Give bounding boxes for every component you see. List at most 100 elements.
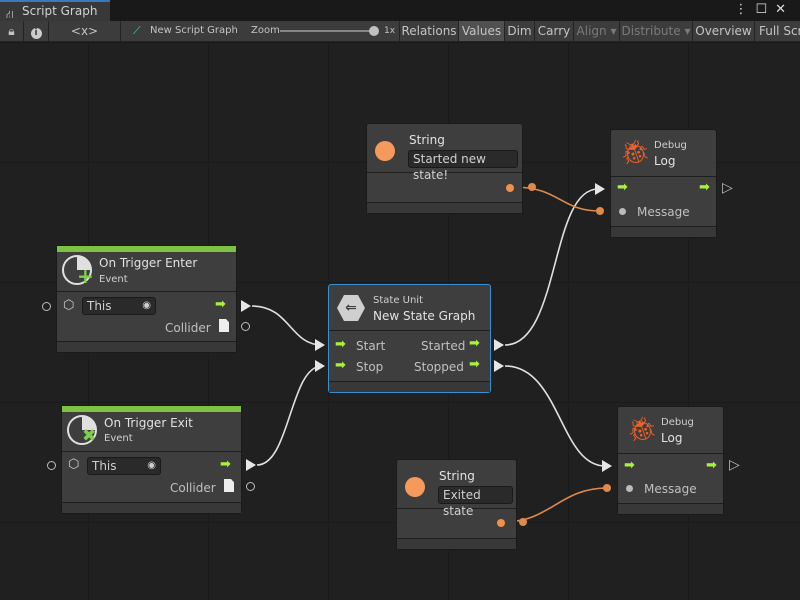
info-button[interactable]: i (24, 21, 49, 41)
trigger-exit-icon (67, 415, 97, 445)
flow-out-connector[interactable]: ▷ (722, 180, 733, 196)
node-category: Debug (661, 417, 694, 428)
lock-button[interactable]: 🔒︎ (0, 21, 24, 41)
on-trigger-exit-node[interactable]: ✖ On Trigger Exit Event ⬡ This ◉ ➡ Collid… (61, 405, 242, 514)
debug-log-node-2[interactable]: 🐞︎ Debug Log ➡ ➡ Message (617, 406, 724, 515)
graph-name[interactable]: New Script Graph (150, 25, 238, 36)
flow-output-icon[interactable]: ➡ (220, 457, 231, 472)
node-title: Log (654, 154, 676, 168)
zoom-label: Zoom (251, 25, 280, 36)
debug-log-node-1[interactable]: 🐞︎ Debug Log ➡ ➡ Message (610, 129, 717, 238)
string-node-2[interactable]: String Exited state (396, 459, 517, 550)
plus-icon: + (77, 264, 94, 288)
event-bar (62, 406, 241, 412)
tab-script-graph[interactable]: ⛙Script Graph (0, 0, 110, 21)
stop-label: Stop (356, 360, 384, 374)
flow-input-icon[interactable]: ➡ (624, 458, 635, 473)
overview-button[interactable]: Overview (693, 21, 755, 41)
start-in-connector[interactable] (315, 339, 325, 351)
string-output-port[interactable] (497, 519, 505, 527)
window-controls: ⋮☐✕ (734, 2, 794, 17)
message-in-connector[interactable] (603, 484, 611, 492)
message-port[interactable] (619, 208, 626, 215)
full-screen-button[interactable]: Full Scr (755, 21, 800, 41)
node-title: String (439, 469, 475, 483)
values-button[interactable]: Values (459, 21, 505, 41)
target-in-port[interactable] (42, 302, 51, 311)
string1-edge-dot (528, 183, 536, 191)
stop-in-connector[interactable] (315, 360, 325, 372)
flow-input-icon[interactable]: ➡ (617, 180, 628, 195)
node-subtitle: Event (104, 433, 133, 444)
node-title: String (409, 133, 445, 147)
message-port[interactable] (626, 485, 633, 492)
flow-output-icon[interactable]: ➡ (699, 180, 710, 195)
x-icon: ✖ (82, 426, 97, 446)
stopped-out-connector[interactable] (494, 360, 504, 372)
node-category: State Unit (373, 295, 424, 306)
string-output-port[interactable] (506, 184, 514, 192)
stop-input-icon[interactable]: ➡ (335, 358, 346, 373)
flow-out-connector[interactable] (241, 300, 251, 312)
collider-out-port[interactable] (241, 322, 250, 331)
target-field[interactable]: This ◉ (87, 457, 161, 475)
string-node-1[interactable]: String Started new state! (366, 123, 523, 214)
state-unit-node[interactable]: ⇐ State Unit New State Graph ➡ Start Sta… (328, 284, 491, 393)
flow-in-connector[interactable] (595, 183, 605, 195)
hierarchy-icon: ⛙ (6, 8, 14, 21)
zoom-slider-handle[interactable] (369, 26, 379, 36)
info-icon: i (30, 28, 42, 39)
event-bar (57, 246, 236, 252)
stopped-label: Stopped (414, 360, 464, 374)
collider-out-port[interactable] (246, 482, 255, 491)
graph-breadcrumb: ⟋ New Script Graph Zoom 1x (121, 21, 399, 41)
align-dropdown[interactable]: Align ▾ (574, 21, 620, 41)
string-icon (375, 141, 395, 161)
dim-button[interactable]: Dim (505, 21, 535, 41)
edge-started-log (504, 188, 599, 346)
relations-button[interactable]: Relations (399, 21, 459, 41)
flow-output-icon[interactable]: ➡ (215, 297, 226, 312)
start-label: Start (356, 339, 386, 353)
close-icon[interactable]: ✕ (775, 2, 794, 17)
edge-stopped-log (504, 365, 606, 467)
object-picker-icon[interactable]: ◉ (142, 300, 151, 311)
string-value-input[interactable]: Started new state! (408, 150, 518, 182)
cube-icon: ⬡ (63, 298, 75, 313)
distribute-dropdown[interactable]: Distribute ▾ (620, 21, 693, 41)
graph-icon: ⟋ (133, 24, 141, 37)
target-in-port[interactable] (47, 461, 56, 470)
string-value-input[interactable]: Exited state (438, 486, 513, 518)
maximize-icon[interactable]: ☐ (755, 2, 776, 17)
edge-exit-stop (256, 365, 323, 466)
zoom-slider[interactable] (280, 30, 376, 32)
message-in-connector[interactable] (596, 207, 604, 215)
node-title: On Trigger Enter (99, 256, 198, 270)
on-trigger-enter-node[interactable]: + On Trigger Enter Event ⬡ This ◉ ➡ Colli… (56, 245, 237, 353)
collider-label: Collider (165, 321, 211, 335)
flow-in-connector[interactable] (602, 460, 612, 472)
zoom-value: 1x (384, 26, 396, 36)
started-output-icon[interactable]: ➡ (469, 336, 480, 351)
edge-string2-message (503, 487, 608, 523)
collider-label: Collider (170, 481, 216, 495)
node-title: On Trigger Exit (104, 416, 193, 430)
node-subtitle: Event (99, 274, 128, 285)
target-value: This (92, 459, 117, 473)
cube-icon: ⬡ (68, 457, 80, 472)
target-value: This (87, 299, 112, 313)
started-out-connector[interactable] (494, 339, 504, 351)
flow-out-connector[interactable] (246, 459, 256, 471)
more-icon[interactable]: ⋮ (734, 2, 756, 17)
flow-output-icon[interactable]: ➡ (706, 458, 717, 473)
variables-button[interactable]: <x> (49, 21, 121, 41)
flow-out-connector[interactable]: ▷ (729, 457, 740, 473)
carry-button[interactable]: Carry (535, 21, 574, 41)
stopped-output-icon[interactable]: ➡ (469, 357, 480, 372)
target-field[interactable]: This ◉ (82, 297, 156, 315)
object-picker-icon[interactable]: ◉ (147, 460, 156, 471)
start-input-icon[interactable]: ➡ (335, 337, 346, 352)
node-category: Debug (654, 140, 687, 151)
edge-string1-message (512, 186, 601, 212)
